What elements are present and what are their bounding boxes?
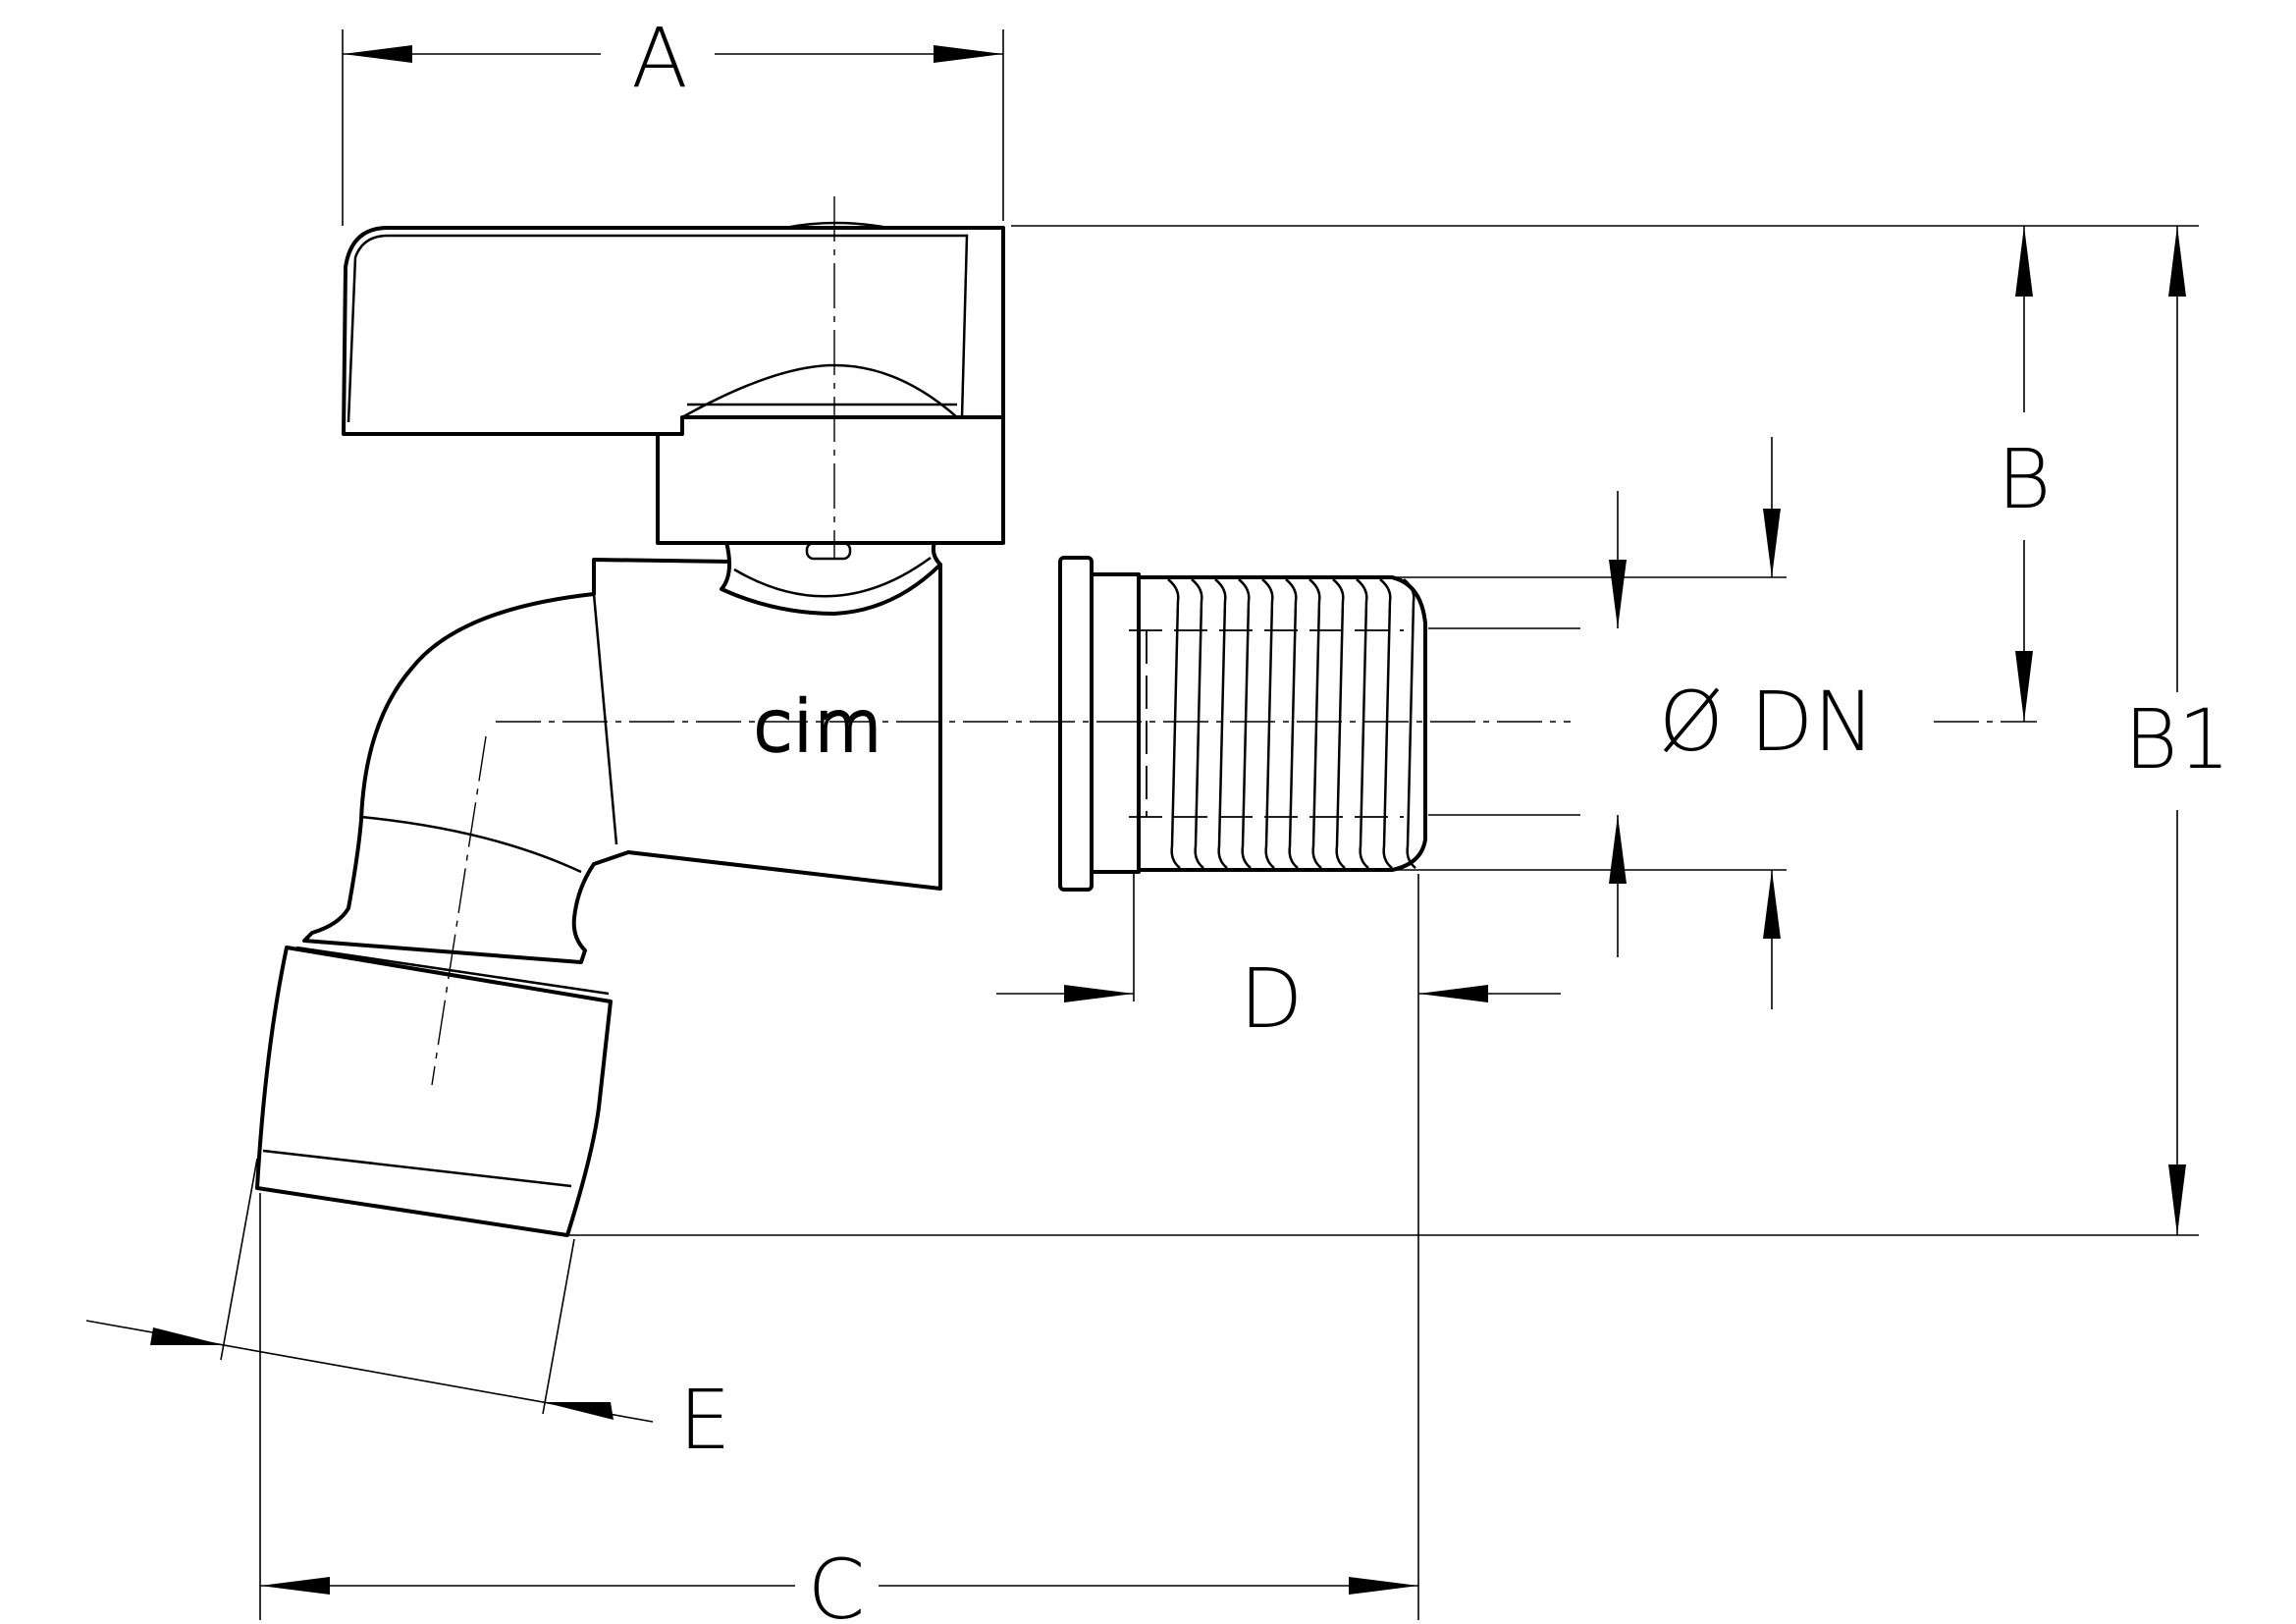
arrow-d-right — [1418, 985, 1488, 1002]
label-b: B — [1997, 431, 2051, 527]
collar — [1058, 556, 1141, 892]
spout-elbow — [302, 558, 942, 964]
handle-lever — [342, 226, 1005, 436]
dimension-lines — [85, 45, 2186, 1595]
label-e: E — [678, 1372, 730, 1468]
thread-shoulder — [1090, 572, 1141, 874]
thread-ridge — [1356, 578, 1369, 869]
arrow-dn-top — [1763, 509, 1781, 577]
butterfly-handle — [342, 221, 1005, 561]
handle-top-boss — [784, 221, 889, 230]
handle-stem — [656, 415, 1005, 545]
arrow-c-left — [260, 1577, 330, 1595]
thread-ridge — [1403, 578, 1416, 869]
arrow-d-left — [1064, 985, 1134, 1002]
collar-flange — [1058, 556, 1094, 892]
arrow-a-left — [343, 45, 412, 63]
thread-ridge — [1238, 578, 1252, 869]
label-b1: B1 — [2124, 691, 2230, 787]
ext-e-right — [542, 1238, 575, 1415]
arrow-dn-bottom — [1763, 870, 1781, 939]
stem-pin — [805, 541, 852, 561]
arrow-bore-top — [1609, 560, 1627, 628]
outlet-cap — [255, 946, 613, 1237]
ext-e-left — [220, 1158, 258, 1361]
arrow-b-bottom — [2015, 651, 2033, 722]
thread-ridge — [1191, 578, 1204, 869]
label-a: A — [631, 10, 687, 106]
spout-bend-line — [360, 815, 582, 874]
extension-lines — [220, 29, 2199, 1620]
arrow-e-left — [150, 1327, 224, 1345]
thread-ridge — [1167, 578, 1181, 869]
threaded-connector — [1129, 575, 1427, 872]
thread-ridge — [1285, 578, 1299, 869]
thread-ridge — [1332, 578, 1346, 869]
arrow-c-right — [1349, 1577, 1418, 1595]
dimension-labels: A B B1 Ø DN D E C — [631, 10, 2230, 1624]
thread-ridge — [1308, 578, 1322, 869]
label-c: C — [808, 1542, 866, 1624]
thread-ridges — [1167, 578, 1416, 869]
outlet-cap-lower-edge — [262, 1149, 572, 1188]
arrow-bore-bottom — [1609, 815, 1627, 884]
outlet-cap-body — [255, 946, 613, 1237]
thread-ridge — [1214, 578, 1228, 869]
arrow-b-top — [2015, 226, 2033, 297]
bonnet-curve — [733, 556, 932, 598]
handle-inner-edge — [353, 234, 969, 418]
arrow-e-right — [543, 1402, 614, 1420]
brand-logo: cim — [754, 686, 883, 767]
handle-side-edge — [347, 256, 357, 423]
outlet-cap-rim — [295, 946, 610, 996]
arrow-b1-bottom — [2168, 1164, 2186, 1235]
label-d: D — [1240, 950, 1304, 1047]
thread-ridge — [1379, 578, 1393, 869]
thread-ridge — [1261, 578, 1275, 869]
bonnet-neck — [720, 540, 942, 616]
centerlines — [431, 196, 2037, 1086]
thread-body — [1137, 575, 1427, 872]
arrow-b1-top — [2168, 226, 2186, 297]
arrow-a-right — [934, 45, 1003, 63]
spout-axis-centerline — [431, 735, 487, 1086]
label-dn: Ø DN — [1659, 674, 1875, 770]
spout-seam-line — [592, 593, 618, 845]
valve-body — [302, 540, 942, 964]
